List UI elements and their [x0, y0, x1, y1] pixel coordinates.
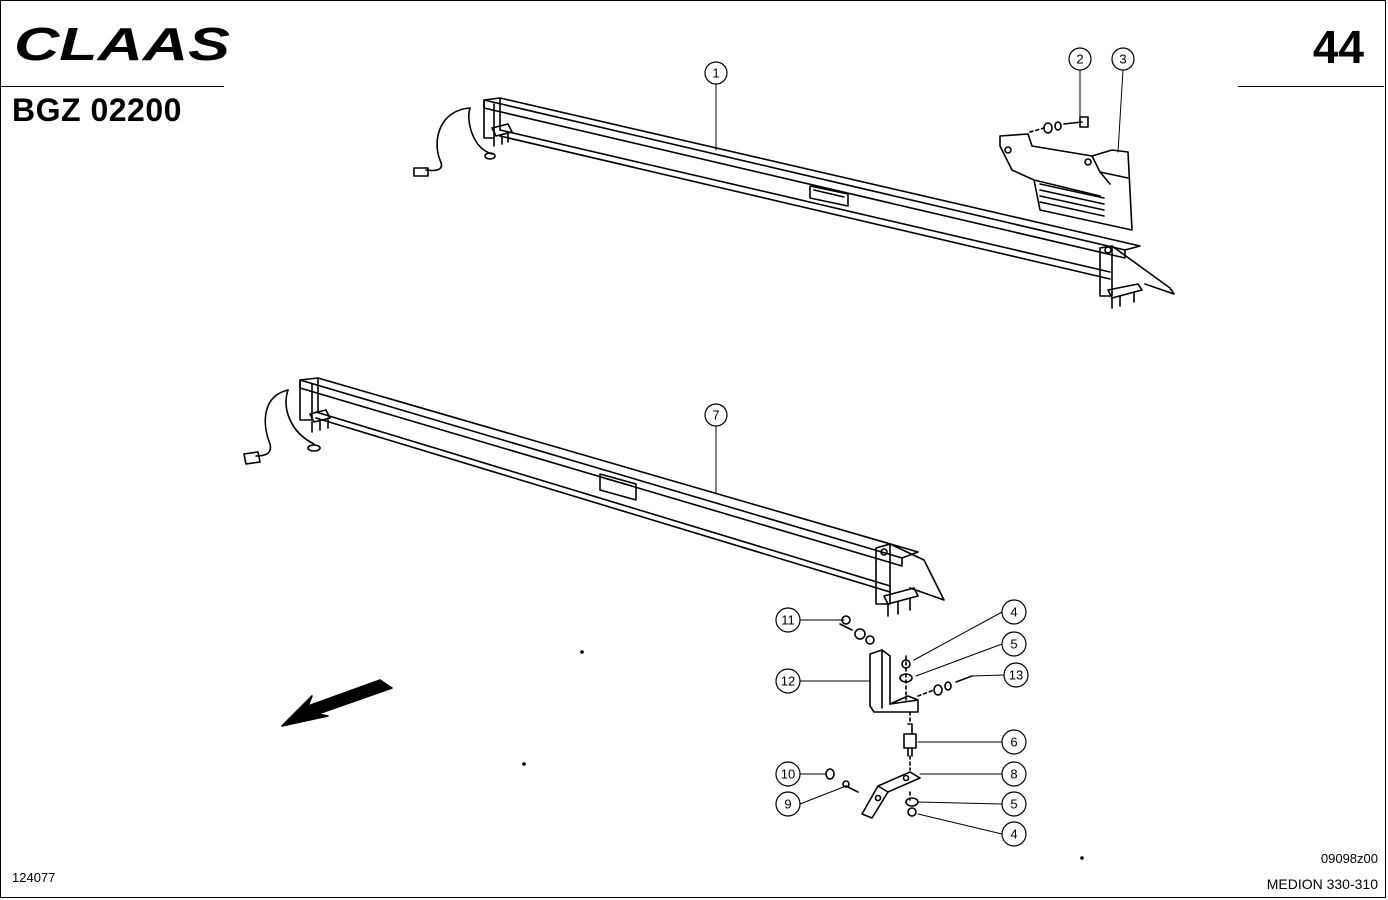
leader-lines — [715, 69, 1124, 835]
bracket-part-12 — [869, 649, 919, 713]
upper-rail-assembly — [413, 97, 1175, 309]
callout-7: 7 — [704, 403, 728, 427]
svg-text:4: 4 — [1010, 605, 1017, 620]
callout-4-upper: 4 — [1001, 599, 1027, 625]
bolt-part-9-washer-part-10 — [825, 768, 859, 793]
nut-washer-parts-4-5-lower — [905, 791, 919, 817]
svg-text:5: 5 — [1010, 637, 1017, 652]
svg-text:6: 6 — [1010, 735, 1017, 750]
svg-text:7: 7 — [712, 408, 719, 423]
claas-logo: CLAAS — [14, 22, 230, 66]
callout-4-lower: 4 — [1001, 821, 1027, 847]
callout-13: 13 — [1003, 662, 1029, 688]
svg-text:8: 8 — [1010, 767, 1017, 782]
speck — [1080, 856, 1084, 860]
svg-text:12: 12 — [781, 674, 795, 689]
svg-text:13: 13 — [1009, 668, 1023, 683]
callout-12: 12 — [775, 668, 801, 694]
svg-text:2: 2 — [1076, 52, 1083, 67]
callout-6: 6 — [1001, 729, 1027, 755]
lower-rail-assembly — [243, 377, 945, 617]
screw-part-13 — [917, 675, 973, 697]
callout-9: 9 — [775, 791, 801, 817]
svg-text:11: 11 — [781, 613, 795, 628]
cover-plate-part-3 — [999, 133, 1133, 231]
svg-text:4: 4 — [1010, 827, 1017, 842]
page-number: 44 — [1312, 21, 1364, 73]
callout-3: 3 — [1111, 47, 1135, 71]
angle-bracket-part-8 — [861, 771, 921, 819]
callout-11: 11 — [775, 607, 801, 633]
svg-text:5: 5 — [1010, 797, 1017, 812]
catalog-number: 124077 — [12, 870, 56, 885]
machine-model: MEDION 330-310 — [1266, 876, 1378, 892]
callout-5-lower: 5 — [1001, 791, 1027, 817]
header-rule — [1238, 86, 1384, 87]
svg-text:3: 3 — [1119, 52, 1126, 67]
callout-5-upper: 5 — [1001, 631, 1027, 657]
header-rule — [0, 86, 224, 87]
callouts: 1 2 3 7 11 12 10 9 4 5 13 6 8 5 4 — [704, 47, 1135, 847]
bolt-part-2 — [1029, 116, 1089, 134]
bolt-part-11 — [839, 615, 875, 645]
callout-2: 2 — [1068, 47, 1092, 71]
svg-text:1: 1 — [712, 66, 719, 81]
brand-wordmark: CLAAS — [14, 22, 230, 66]
drawing-code: 09098z00 — [1320, 851, 1378, 866]
nut-washer-parts-4-5 — [899, 655, 913, 701]
rubber-buffer-part-6 — [903, 711, 917, 771]
speck — [580, 650, 584, 654]
document-code: BGZ 02200 — [12, 92, 182, 128]
callout-10: 10 — [775, 761, 801, 787]
callout-1: 1 — [704, 61, 728, 85]
svg-text:10: 10 — [781, 767, 795, 782]
svg-text:9: 9 — [784, 797, 791, 812]
direction-arrow — [281, 679, 393, 727]
speck — [522, 762, 526, 766]
callout-8: 8 — [1001, 761, 1027, 787]
